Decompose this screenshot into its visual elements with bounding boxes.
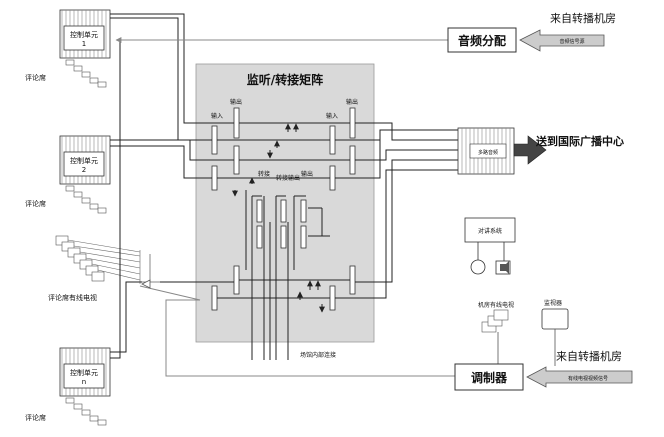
unit-1-index: 1 [82,40,86,48]
label-mid-switch: 转接 [258,170,270,178]
audio-split-label: 音频分配 [458,33,506,48]
unit-n-seat: 评论席 [25,413,46,422]
from-broadcast-bottom: 来自转播机房 [556,349,622,363]
monitor-label: 监视器 [544,299,562,307]
control-unit-2: 控制单元 2 评论席 [25,135,111,214]
control-unit-n: 控制单元 n 评论席 [25,347,111,426]
splitter-triangle [141,279,151,289]
label-mid-output: 输出 [301,170,313,178]
tv-signal-arrow [526,366,633,388]
from-broadcast-top: 来自转播机房 [550,11,616,25]
multi-channel-label: 多路音频 [478,149,498,156]
unit-2-seat: 评论席 [25,199,46,208]
matrix-wiring [217,122,350,360]
send-center-label: 送到国际广播中心 [535,134,624,148]
modulator-label: 调制器 [471,370,508,385]
intercom-box [464,217,516,243]
label-top-left-in: 输入 [211,112,223,120]
venue-line-label: 场馆内部连接 [300,351,336,359]
matrix-arrows [232,123,325,313]
audio-signal-label: 音频信号源 [559,38,584,45]
intercom-wiring [477,242,505,262]
multi-channel-unit: 多路音频 [457,127,515,175]
audio-signal-arrow [519,29,605,52]
label-top-left-out: 输出 [230,98,242,106]
commentary-tv-group: 评论席有线电视 [48,235,141,302]
label-top-right-out: 输出 [346,98,358,106]
unit-2-label: 控制单元 [70,156,98,165]
tv-signal-label: 有线电视视频信号 [568,375,608,382]
matrix-title: 监听/转接矩阵 [247,72,323,87]
unit-2-index: 2 [82,166,86,174]
unit-n-label: 控制单元 [70,368,98,377]
audio-split-box [447,27,517,53]
machine-room-tv-icons [481,309,509,333]
intercom-label: 对讲系统 [478,227,502,235]
microphone-icon [470,259,486,275]
speaker-cone [500,261,509,274]
modulator-box [454,363,524,391]
unit-1-seat: 评论席 [25,73,46,82]
unit-1-label: 控制单元 [70,30,98,39]
tv-group-label: 评论席有线电视 [48,293,97,302]
control-unit-1: 控制单元 1 评论席 [25,9,111,88]
to-ibc-arrow [513,135,547,165]
unit-n-index: n [82,378,86,386]
machine-room-tv-label: 机房有线电视 [478,301,514,309]
monitor-icon [541,308,569,330]
label-top-right-in: 输入 [326,112,338,120]
